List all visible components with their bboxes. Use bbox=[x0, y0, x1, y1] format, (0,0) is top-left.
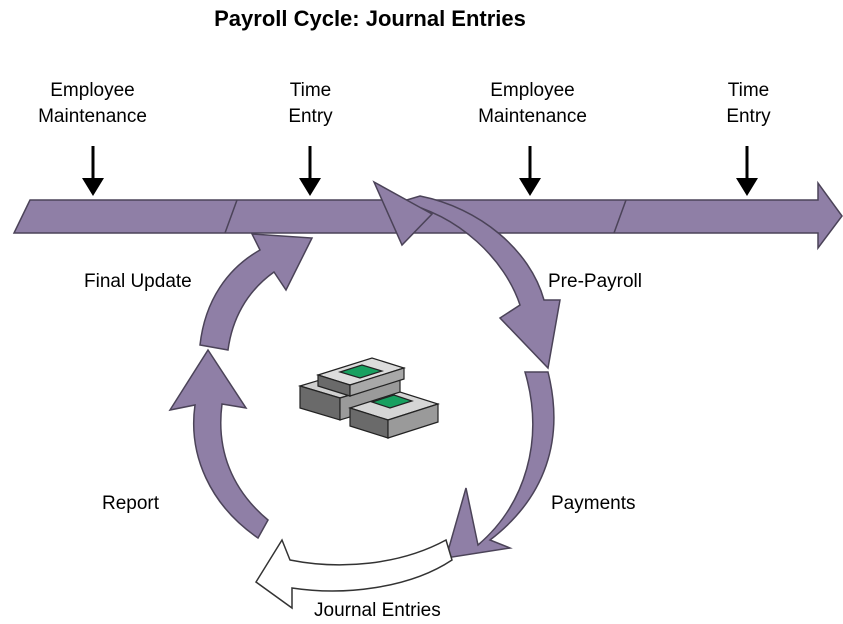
down-arrow-icon bbox=[519, 146, 541, 196]
timeline-label-time-entry: Time Entry bbox=[268, 78, 353, 130]
timeline-label-line: Maintenance bbox=[38, 106, 147, 127]
timeline-label-employee-maintenance: Employee Maintenance bbox=[20, 78, 165, 130]
cycle-arrow-pre-payroll bbox=[372, 180, 561, 370]
timeline-label-time-entry: Time Entry bbox=[706, 78, 791, 130]
cycle-arrow-report bbox=[168, 348, 269, 540]
money-stack-icon bbox=[297, 357, 440, 439]
cycle-label-journal-entries: Journal Entries bbox=[314, 600, 441, 621]
diagram-title: Payroll Cycle: Journal Entries bbox=[214, 6, 526, 31]
cycle-arrow-payments bbox=[444, 371, 555, 559]
cycle-label-pre-payroll: Pre-Payroll bbox=[548, 271, 642, 292]
timeline-label-line: Time bbox=[727, 80, 770, 101]
timeline-label-employee-maintenance: Employee Maintenance bbox=[460, 78, 605, 130]
timeline-label-line: Entry bbox=[726, 106, 771, 127]
timeline-label-line: Employee bbox=[490, 80, 575, 101]
down-arrow-icon bbox=[299, 146, 321, 196]
timeline-label-line: Entry bbox=[288, 106, 333, 127]
timeline-label-line: Maintenance bbox=[478, 106, 587, 127]
cycle-label-payments: Payments bbox=[551, 493, 636, 514]
timeline-label-line: Employee bbox=[50, 80, 135, 101]
cycle-label-final-update: Final Update bbox=[84, 271, 192, 292]
down-arrow-icon bbox=[82, 146, 104, 196]
cycle-label-report: Report bbox=[102, 493, 160, 514]
cycle-arrow-journal-entries bbox=[254, 538, 453, 610]
timeline-label-line: Time bbox=[289, 80, 332, 101]
down-arrow-icon bbox=[736, 146, 758, 196]
cycle-arrow-final-update bbox=[199, 233, 314, 351]
